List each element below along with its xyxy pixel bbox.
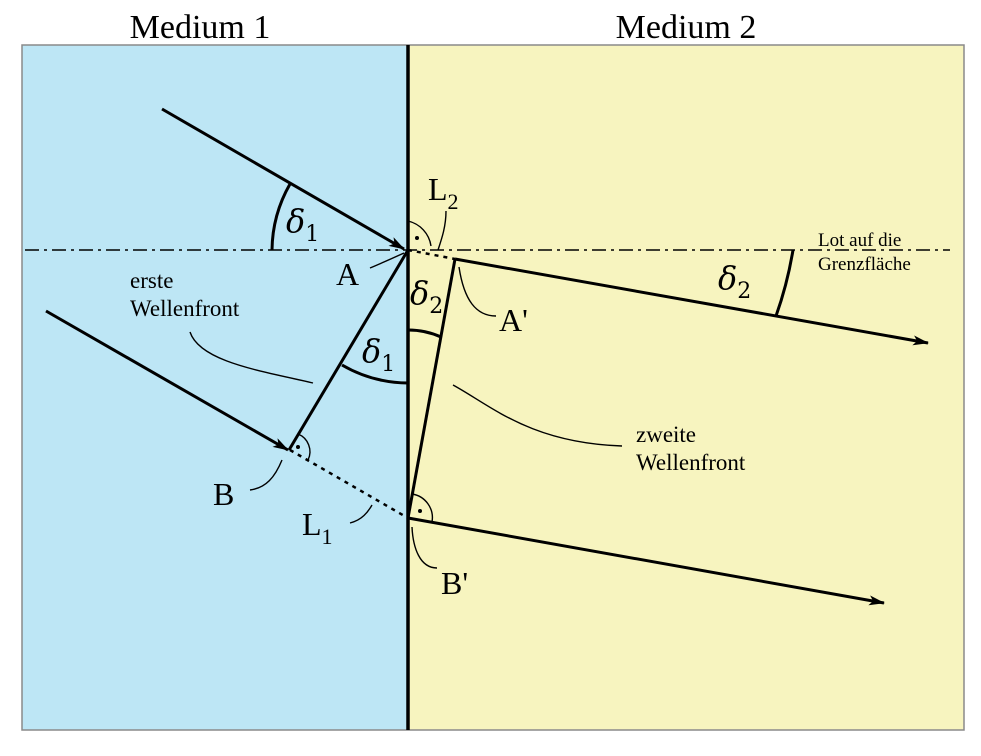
leader-L1 (349, 504, 373, 524)
right-angle-marker-B (297, 433, 311, 461)
right-angle-marker-A (407, 220, 432, 247)
refracted-ray-bottom (407, 516, 885, 606)
leader-A (369, 252, 405, 269)
right-angle-dot-B (296, 445, 300, 449)
right-angle-dot-B-prime (418, 509, 422, 513)
refracted-ray-top (454, 257, 929, 346)
path-L2 (407, 248, 456, 261)
right-angle-marker-B-prime (411, 493, 434, 523)
medium-1-title: Medium 1 (130, 9, 271, 46)
diagram-frame (21, 44, 965, 731)
incident-ray-top (161, 107, 405, 251)
label-delta2-right: δ2 (718, 259, 751, 304)
label-B: B (213, 476, 234, 512)
label-delta2-left: δ2 (410, 274, 443, 319)
leader-first-wavefront (189, 331, 314, 384)
angle-arc-delta2-right (774, 249, 795, 317)
label-A-prime: A' (499, 302, 528, 338)
incident-ray-bottom (45, 309, 289, 452)
leader-B (249, 459, 283, 491)
label-B-prime: B' (441, 565, 468, 601)
leader-second-wavefront (452, 384, 623, 447)
label-L1: L1 (302, 506, 333, 549)
label-delta1-bottom: δ1 (362, 332, 395, 377)
angle-arc-delta2-top (407, 328, 442, 339)
medium-2-title: Medium 2 (616, 9, 757, 46)
second-wavefront-line (406, 258, 457, 519)
leader-L2 (437, 210, 447, 251)
medium-2-area (408, 45, 964, 730)
first-wavefront-line (287, 249, 410, 451)
angle-arc-delta1-bottom (341, 363, 409, 385)
leader-B-prime (411, 526, 438, 569)
label-delta1-top: δ1 (286, 202, 319, 247)
right-angle-dot-A (415, 236, 419, 240)
angle-arc-delta1-top (270, 183, 292, 251)
label-L2: L2 (428, 171, 459, 214)
label-A: A (336, 256, 359, 292)
medium-1-area (22, 45, 408, 730)
leader-A-prime (458, 266, 497, 317)
